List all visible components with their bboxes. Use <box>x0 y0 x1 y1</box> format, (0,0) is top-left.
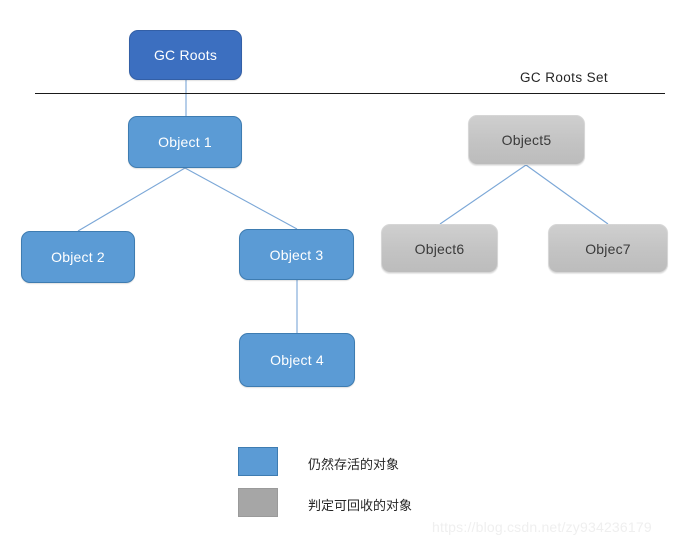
node-label: GC Roots <box>153 47 218 63</box>
edge-object-5-to-object-6 <box>439 164 527 225</box>
node-object-2[interactable]: Object 2 <box>21 231 135 283</box>
watermark-url: https://blog.csdn.net/zy934236179 <box>432 519 652 535</box>
edge-object-1-to-object-3 <box>184 167 298 230</box>
node-object-7[interactable]: Objec7 <box>548 224 668 273</box>
node-label: Object5 <box>501 132 552 148</box>
node-label: Objec7 <box>585 240 631 257</box>
node-object-3[interactable]: Object 3 <box>239 229 354 280</box>
node-label: Object 1 <box>158 134 212 150</box>
node-object-1[interactable]: Object 1 <box>128 116 242 168</box>
node-label: Object 4 <box>270 352 324 368</box>
node-object-6[interactable]: Object6 <box>381 224 498 273</box>
node-gc-roots[interactable]: GC Roots <box>129 30 242 80</box>
gc-roots-set-divider <box>35 93 665 94</box>
legend-swatch-collectable <box>238 488 278 517</box>
edge-object-5-to-object-7 <box>525 164 609 225</box>
legend-swatch-live <box>238 447 278 476</box>
gc-roots-set-label: GC Roots Set <box>520 70 609 85</box>
node-object-5[interactable]: Object5 <box>468 115 585 165</box>
node-label: Object 2 <box>51 249 105 265</box>
node-label: Object 3 <box>269 246 324 263</box>
node-label: Object6 <box>414 240 465 257</box>
node-object-4[interactable]: Object 4 <box>239 333 355 387</box>
legend-label-live: 仍然存活的对象 <box>308 458 400 473</box>
edge-object-1-to-object-2 <box>77 167 186 232</box>
legend-label-collectable: 判定可回收的对象 <box>308 499 413 514</box>
